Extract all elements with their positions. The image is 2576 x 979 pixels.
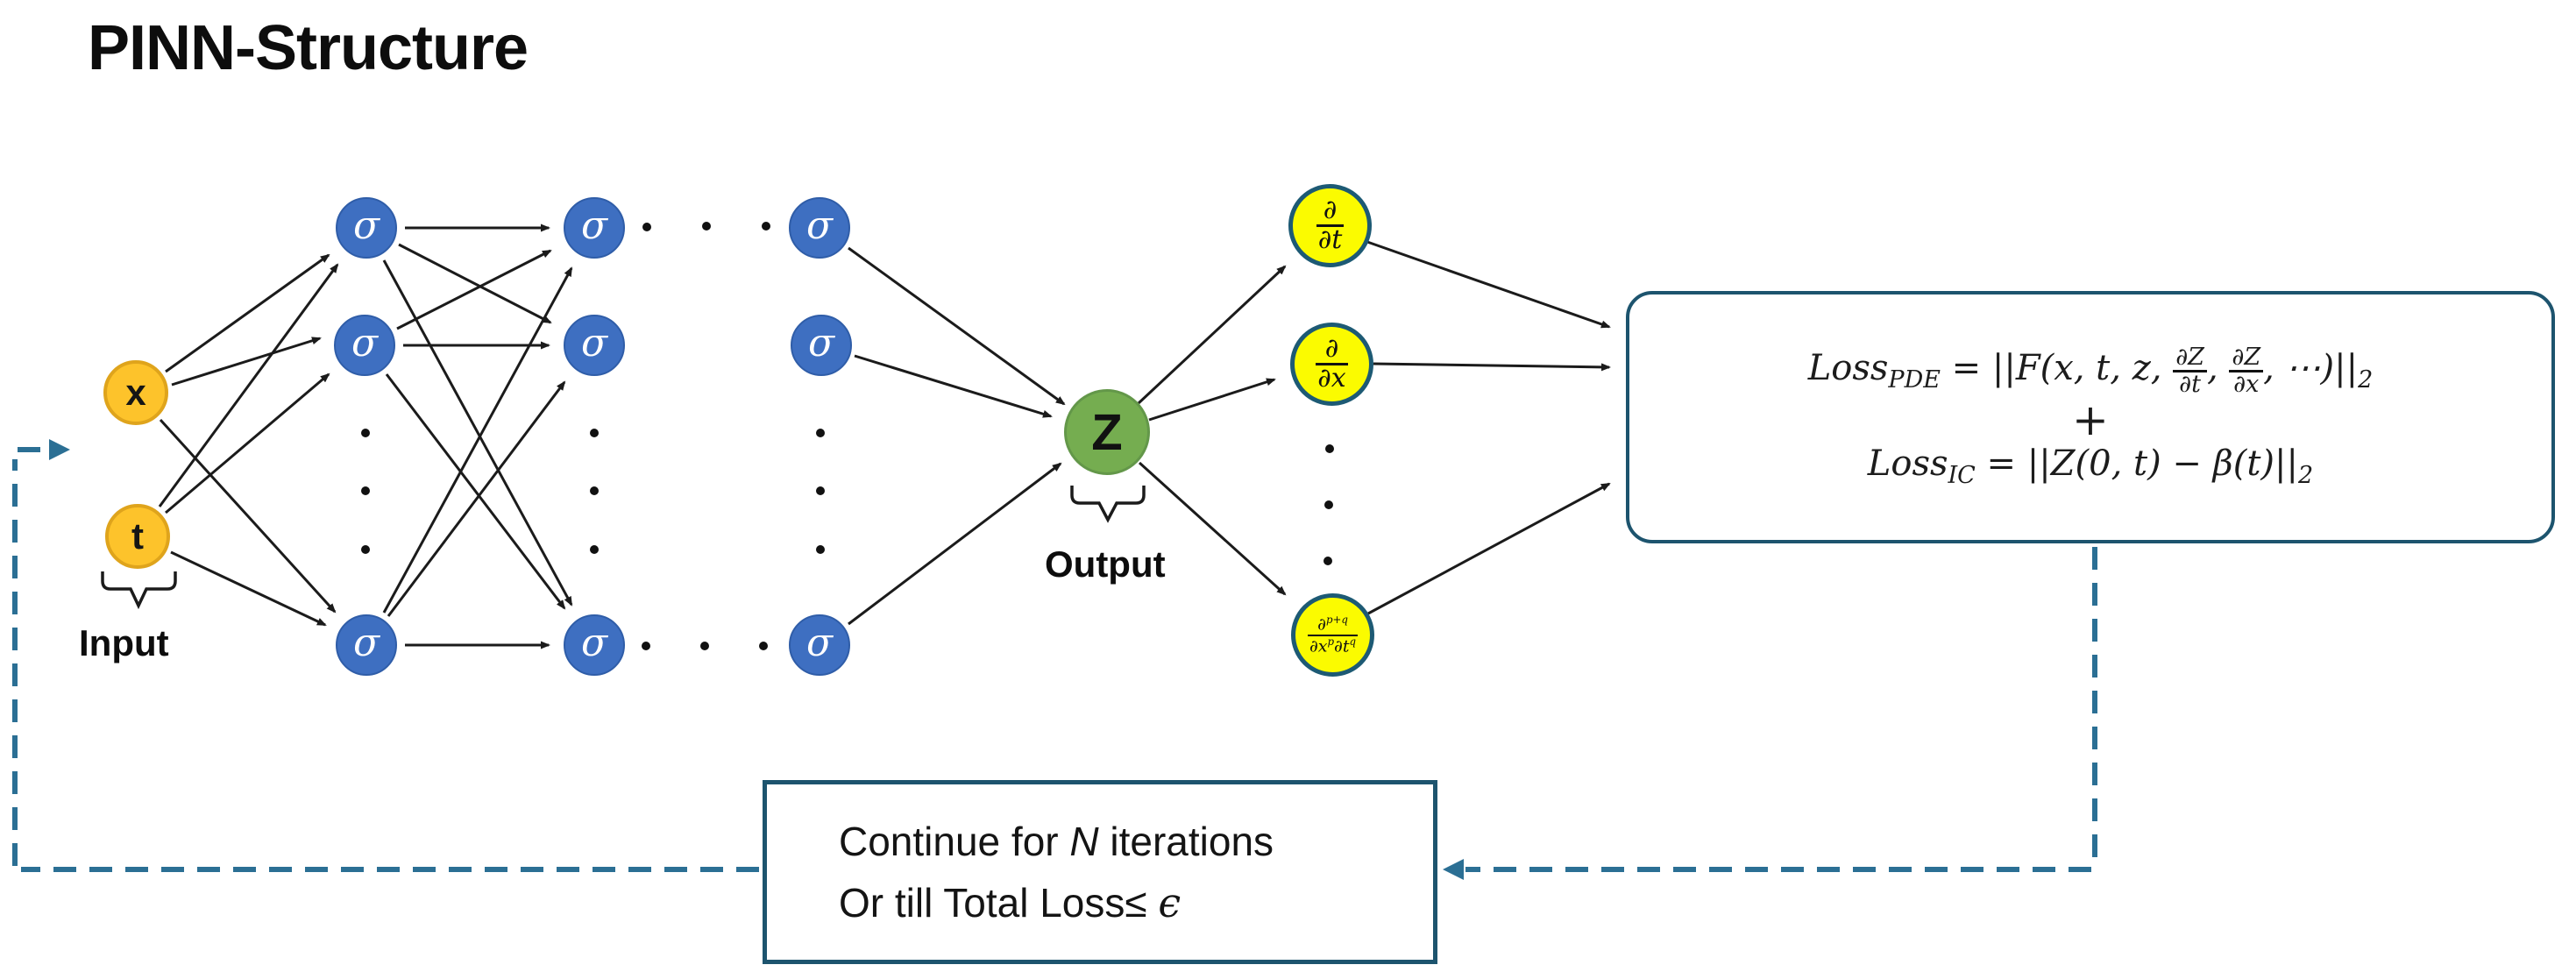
hidden3-to-output-arrows — [848, 246, 1066, 626]
iteration-line-2: Or till Total Loss≤ ϵ — [839, 879, 1182, 926]
hidden3-sigma-node: σ — [789, 197, 850, 259]
d-dx-fraction: ∂ ∂x — [1316, 336, 1348, 394]
hidden3-sigma-node: σ — [791, 315, 852, 376]
d-dt-denominator: ∂t — [1317, 224, 1343, 255]
output-node-z-label: Z — [1091, 403, 1123, 461]
input-node-t-label: t — [131, 515, 144, 557]
hidden1-sigma-node: σ — [336, 197, 397, 259]
d-dt-fraction: ∂ ∂t — [1316, 197, 1345, 253]
input-node-x: x — [103, 360, 168, 425]
sigma-label: σ — [580, 320, 608, 365]
sigma-label: σ — [352, 620, 380, 665]
sigma-label: σ — [807, 320, 835, 365]
loss-ic-equation: LossIC = ||Z(0, t) − β(t)||2 — [1867, 443, 2314, 489]
loss-pde-equation: LossPDE = ||F(x, t, z, ∂Z∂t, ∂Z∂x, ⋯)||2 — [1807, 344, 2374, 398]
feedback-arrowhead-to-input — [49, 439, 70, 460]
iteration-condition-box: Continue for N iterations Or till Total … — [763, 780, 1437, 964]
output-node-z: Z — [1064, 389, 1150, 475]
hidden1-sigma-node: σ — [336, 614, 397, 676]
hidden2-sigma-node: σ — [564, 197, 625, 259]
plus-sign: + — [2072, 394, 2109, 445]
sigma-label: σ — [805, 620, 834, 665]
d-dx-numerator: ∂ — [1316, 336, 1348, 365]
sigma-label: σ — [352, 202, 380, 248]
hidden2-sigma-node: σ — [564, 614, 625, 676]
output-to-derivative-arrows — [1137, 265, 1287, 596]
input-node-t: t — [105, 504, 170, 569]
input-node-x-label: x — [125, 372, 146, 413]
sigma-label: σ — [351, 320, 379, 365]
input-label: Input — [79, 622, 169, 663]
derivative-node-mixed: ∂p+q ∂xp∂tq — [1291, 593, 1374, 677]
page-title: PINN-Structure — [88, 13, 529, 83]
d-mixed-denominator: ∂xp∂tq — [1309, 635, 1357, 656]
sigma-label: σ — [580, 202, 608, 248]
input-brace — [101, 571, 177, 610]
feedback-arrowheads — [49, 439, 1464, 880]
hidden1-to-hidden2-arrows — [382, 223, 573, 649]
output-brace — [1070, 486, 1146, 523]
derivative-to-loss-arrows — [1366, 240, 1611, 615]
sigma-label: σ — [805, 202, 834, 248]
derivative-node-dx: ∂ ∂x — [1290, 323, 1373, 406]
output-label: Output — [1045, 543, 1166, 585]
derivative-node-dt: ∂ ∂t — [1288, 184, 1372, 267]
loss-equation-box: LossPDE = ||F(x, t, z, ∂Z∂t, ∂Z∂x, ⋯)||2… — [1626, 291, 2555, 543]
hidden2-sigma-node: σ — [564, 315, 625, 376]
d-mixed-numerator: ∂p+q — [1307, 614, 1359, 636]
hidden1-sigma-node: σ — [334, 315, 395, 376]
sigma-label: σ — [580, 620, 608, 665]
layer-continuation-dots — [361, 222, 1334, 650]
hidden3-sigma-node: σ — [789, 614, 850, 676]
input-to-hidden1-arrows — [158, 253, 339, 627]
feedback-dashed-loop — [12, 447, 2097, 872]
d-dx-denominator: ∂x — [1317, 363, 1346, 394]
iteration-line-1: Continue for N iterations — [839, 819, 1274, 864]
d-dt-numerator: ∂ — [1316, 197, 1345, 227]
d-mixed-fraction: ∂p+q ∂xp∂tq — [1307, 614, 1359, 656]
feedback-arrowhead-to-box — [1443, 859, 1464, 880]
